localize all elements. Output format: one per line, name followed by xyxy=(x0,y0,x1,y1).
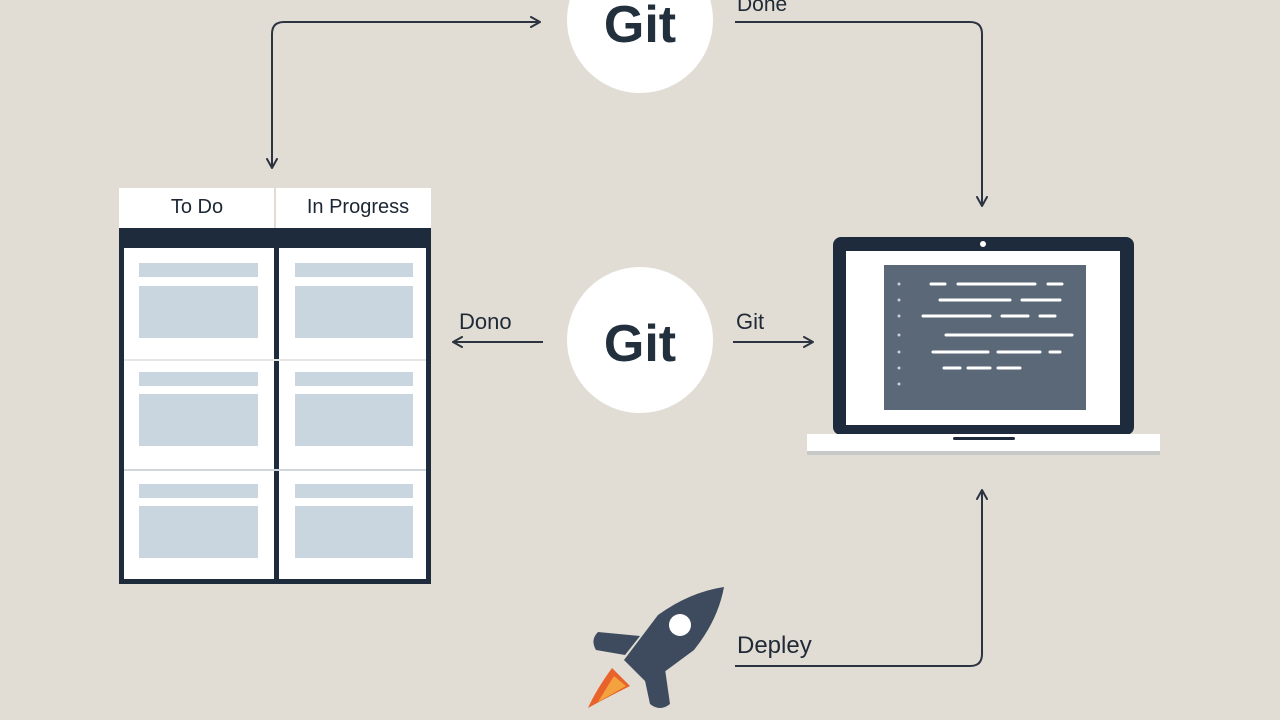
label-top-done: Done xyxy=(737,0,788,16)
column-header-todo: To Do xyxy=(170,196,224,218)
card xyxy=(295,372,413,386)
rocket-icon xyxy=(588,587,724,708)
label-left-done: Dono xyxy=(459,309,512,334)
card xyxy=(295,263,413,277)
card xyxy=(295,484,413,498)
column-header-in-progress: In Progress xyxy=(306,196,410,218)
arrow-git-to-board xyxy=(266,21,540,169)
label-right-git: Git xyxy=(736,309,765,334)
card xyxy=(139,372,258,386)
kanban-board xyxy=(119,188,431,584)
git-node-center: Git xyxy=(567,267,713,413)
git-node-center-label: Git xyxy=(604,315,676,373)
card xyxy=(139,263,258,277)
card xyxy=(139,484,258,498)
git-node-top: Git xyxy=(567,0,713,93)
card xyxy=(139,286,258,338)
laptop-icon xyxy=(807,237,1160,455)
card xyxy=(139,394,258,446)
label-deploy: Depley xyxy=(737,632,812,659)
card xyxy=(295,506,413,558)
arrow-done-to-laptop xyxy=(735,21,988,207)
card xyxy=(295,286,413,338)
git-node-top-label: Git xyxy=(604,0,676,54)
arrow-deploy-to-laptop xyxy=(735,489,988,667)
card xyxy=(295,394,413,446)
card xyxy=(139,506,258,558)
